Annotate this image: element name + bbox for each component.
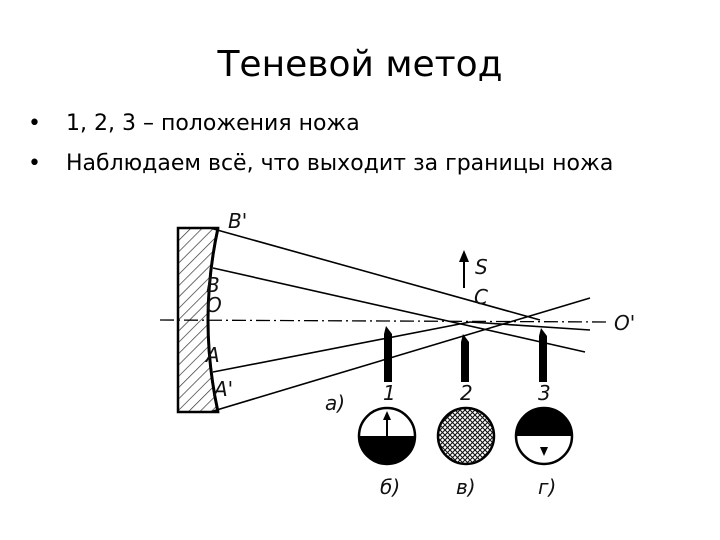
- label-knife-1: 1: [383, 381, 396, 405]
- direction-arrow-s: [459, 250, 469, 288]
- bullet-dot: •: [28, 151, 41, 176]
- label-a-prime: A': [212, 377, 233, 401]
- slide-title: Теневой метод: [217, 44, 503, 85]
- label-o: O: [206, 293, 222, 317]
- light-rays: [209, 227, 591, 413]
- label-a: A: [204, 343, 220, 367]
- label-knife-2: 2: [460, 381, 473, 405]
- label-panel-v: в): [456, 475, 476, 499]
- knife-1: [384, 326, 392, 382]
- view-circle-v: [436, 406, 496, 466]
- label-knife-3: 3: [538, 381, 551, 405]
- view-circle-g: [514, 406, 574, 466]
- label-panel-g: г): [538, 475, 556, 499]
- optical-axis: [159, 319, 611, 323]
- bullet-list: • 1, 2, 3 – положения ножа • Наблюдаем в…: [28, 108, 668, 188]
- knife-edges: [384, 326, 547, 382]
- bullet-dot: •: [28, 111, 41, 136]
- view-circle-b: [357, 406, 417, 466]
- bullet-text-1: 1, 2, 3 – положения ножа: [66, 111, 360, 136]
- bullet-text-2: Наблюдаем всё, что выходит за границы но…: [66, 151, 614, 176]
- label-panel-b: б): [380, 475, 400, 499]
- bullet-item-1: • 1, 2, 3 – положения ножа: [28, 108, 668, 140]
- bullet-item-2: • Наблюдаем всё, что выходит за границы …: [28, 148, 668, 180]
- knife-2: [461, 334, 469, 382]
- knife-3: [539, 328, 547, 382]
- label-panel-a: a): [325, 391, 345, 415]
- label-s: S: [475, 255, 488, 279]
- label-o-prime: O': [614, 311, 635, 335]
- label-c: C: [474, 285, 488, 309]
- label-b-prime: B': [228, 209, 247, 233]
- label-b: B: [206, 273, 220, 297]
